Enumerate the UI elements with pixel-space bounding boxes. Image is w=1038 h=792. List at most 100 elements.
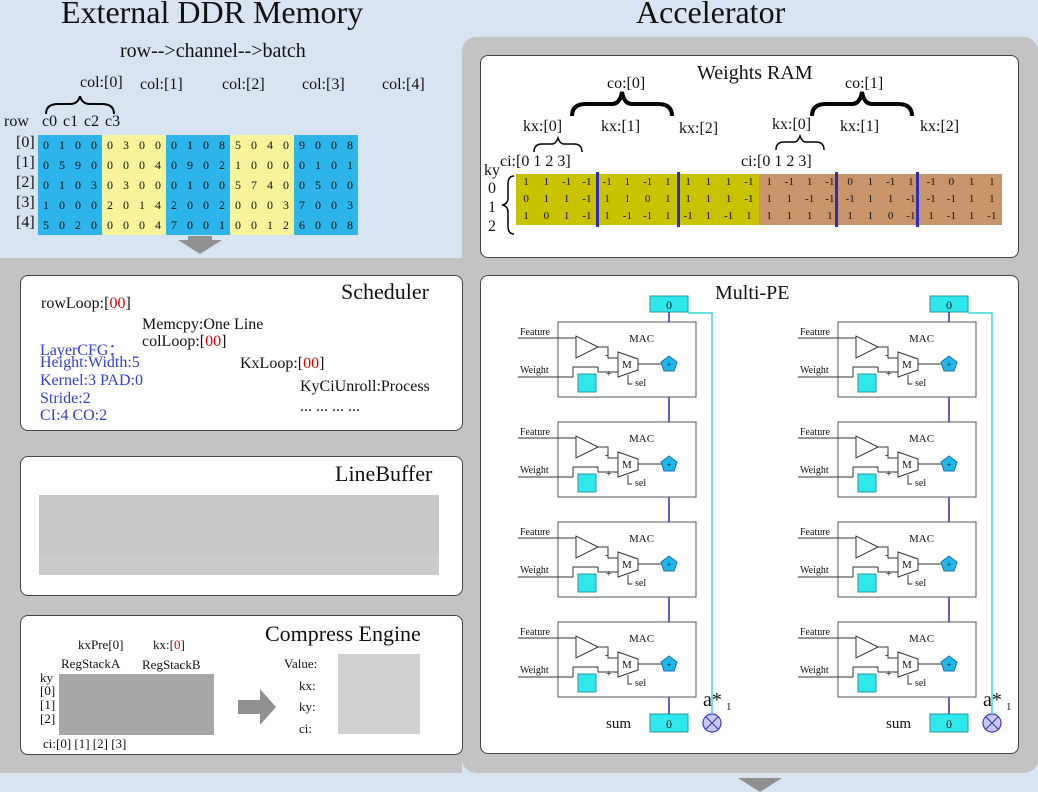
ddr-title: External DDR Memory xyxy=(61,0,364,30)
ddr-cell: 4 xyxy=(150,215,166,235)
ddr-cell: 9 xyxy=(70,155,86,175)
ci-stack-label: ci:[0] [1] [2] [3] xyxy=(43,736,127,751)
ddr-cell: 2 xyxy=(70,215,86,235)
ddr-cell: 0 xyxy=(118,215,134,235)
weight-cell: 1 xyxy=(860,174,881,191)
ddr-cell: 0 xyxy=(294,175,310,195)
ddr-cell: 1 xyxy=(214,215,230,235)
ddr-col-label-2: col:[2] xyxy=(222,76,265,93)
ddr-cell: 0 xyxy=(310,195,326,215)
weight-cell: -1 xyxy=(738,174,759,191)
ddr-cell: 0 xyxy=(262,195,278,215)
ddr-cell: 0 xyxy=(326,175,342,195)
kx-loop: KxLoop:[00] xyxy=(240,355,325,372)
weight-cell: 1 xyxy=(516,208,537,225)
ddr-cell: 0 xyxy=(230,215,246,235)
ddr-cell: 4 xyxy=(262,135,278,155)
weight-cell: -1 xyxy=(718,208,739,225)
compress-engine-panel: Compress Engine kxPre[0] kx:[0] RegStack… xyxy=(20,615,463,755)
ddr-cell: 9 xyxy=(182,155,198,175)
ddr-cell: 0 xyxy=(102,175,118,195)
ddr-cell: 0 xyxy=(182,195,198,215)
ddr-cell: 0 xyxy=(198,195,214,215)
weight-cell: 1 xyxy=(961,191,982,208)
weight-cell: -1 xyxy=(576,174,597,191)
memory-order-label: row-->channel-->batch xyxy=(120,40,306,62)
weight-cell: 1 xyxy=(840,208,861,225)
ky-field-label: ky: xyxy=(299,699,316,714)
weight-cell: 1 xyxy=(819,208,840,225)
ddr-cell: 0 xyxy=(86,195,102,215)
regstack-a-label: RegStackA xyxy=(61,656,121,671)
weight-cell: 0 xyxy=(536,208,557,225)
scheduler-panel: Scheduler rowLoop:[00] Memcpy:One Line c… xyxy=(20,275,463,431)
ddr-cell: 3 xyxy=(118,175,134,195)
ddr-cell: 5 xyxy=(38,215,54,235)
ddr-cell: 8 xyxy=(214,135,230,155)
weight-cell: -1 xyxy=(576,191,597,208)
co1-label: co:[1] xyxy=(845,75,884,92)
ddr-cell: 0 xyxy=(294,155,310,175)
weight-cell: -1 xyxy=(597,174,618,191)
weight-cell: -1 xyxy=(799,191,820,208)
weight-cell: 1 xyxy=(556,208,577,225)
ddr-cell: 0 xyxy=(134,155,150,175)
ddr-cell: 0 xyxy=(70,195,86,215)
ddr-cell: 0 xyxy=(86,135,102,155)
kxpre-label: kxPre[0] xyxy=(78,637,124,652)
col-loop: colLoop:[00] xyxy=(142,333,227,350)
ddr-cell: 0 xyxy=(262,155,278,175)
regstack-b-label: RegStackB xyxy=(142,657,201,672)
ddr-cell: 0 xyxy=(278,155,294,175)
ddr-channel-label-1: c1 xyxy=(63,113,79,130)
ddr-cell: 0 xyxy=(54,195,70,215)
kx0a-brace xyxy=(533,136,583,153)
weight-cell: 1 xyxy=(779,191,800,208)
ddr-cell: 3 xyxy=(86,175,102,195)
ky-stack-label: ky xyxy=(40,670,53,685)
cfg-stride: Stride:2 xyxy=(40,390,91,407)
ddr-cell: 0 xyxy=(198,215,214,235)
weight-cell: 1 xyxy=(657,191,678,208)
col0-brace xyxy=(45,96,115,115)
weight-cell: 1 xyxy=(698,208,719,225)
kx1-label-b: kx:[1] xyxy=(840,118,880,135)
weight-cell: 1 xyxy=(536,191,557,208)
weight-cell: 1 xyxy=(617,191,638,208)
ky-brace xyxy=(501,175,515,235)
ky2-stack: [2] xyxy=(40,711,56,726)
ddr-cell: 0 xyxy=(198,135,214,155)
weight-cell: 1 xyxy=(718,191,739,208)
ddr-cell: 0 xyxy=(38,135,54,155)
kx-separator-2 xyxy=(677,172,680,227)
ddr-arrow-down-icon xyxy=(178,240,222,254)
ddr-row-label-2: [2] xyxy=(16,174,35,191)
ddr-cell: 0 xyxy=(134,175,150,195)
ddr-cell: 0 xyxy=(54,215,70,235)
ddr-cell: 0 xyxy=(230,195,246,215)
kx0b-brace xyxy=(775,134,825,151)
weights-ram-title: Weights RAM xyxy=(697,62,813,84)
ddr-cell: 0 xyxy=(198,155,214,175)
kx1-label-a: kx:[1] xyxy=(601,118,641,135)
ddr-cell: 0 xyxy=(134,135,150,155)
ddr-cell: 0 xyxy=(326,135,342,155)
weight-cell: 1 xyxy=(860,191,881,208)
ddr-cell: 5 xyxy=(54,155,70,175)
weight-cell: -1 xyxy=(900,208,921,225)
weight-cell: 0 xyxy=(880,208,901,225)
ddr-cell: 6 xyxy=(294,215,310,235)
accel-arrow-down-icon xyxy=(738,778,782,792)
compress-title: Compress Engine xyxy=(265,621,421,646)
ddr-row-label-3: [3] xyxy=(16,194,35,211)
ddr-cell: 0 xyxy=(102,135,118,155)
ddr-col-label-4: col:[4] xyxy=(382,76,425,93)
cfg-height-width: Height:Width:5 xyxy=(40,354,140,371)
ddr-cell: 1 xyxy=(262,215,278,235)
ddr-cell: 0 xyxy=(182,215,198,235)
co0-brace xyxy=(570,91,674,117)
ddr-channel-label-3: c3 xyxy=(105,113,121,130)
ddr-cell: 0 xyxy=(86,155,102,175)
weight-cell: -1 xyxy=(921,174,942,191)
ddr-cell: 0 xyxy=(70,135,86,155)
